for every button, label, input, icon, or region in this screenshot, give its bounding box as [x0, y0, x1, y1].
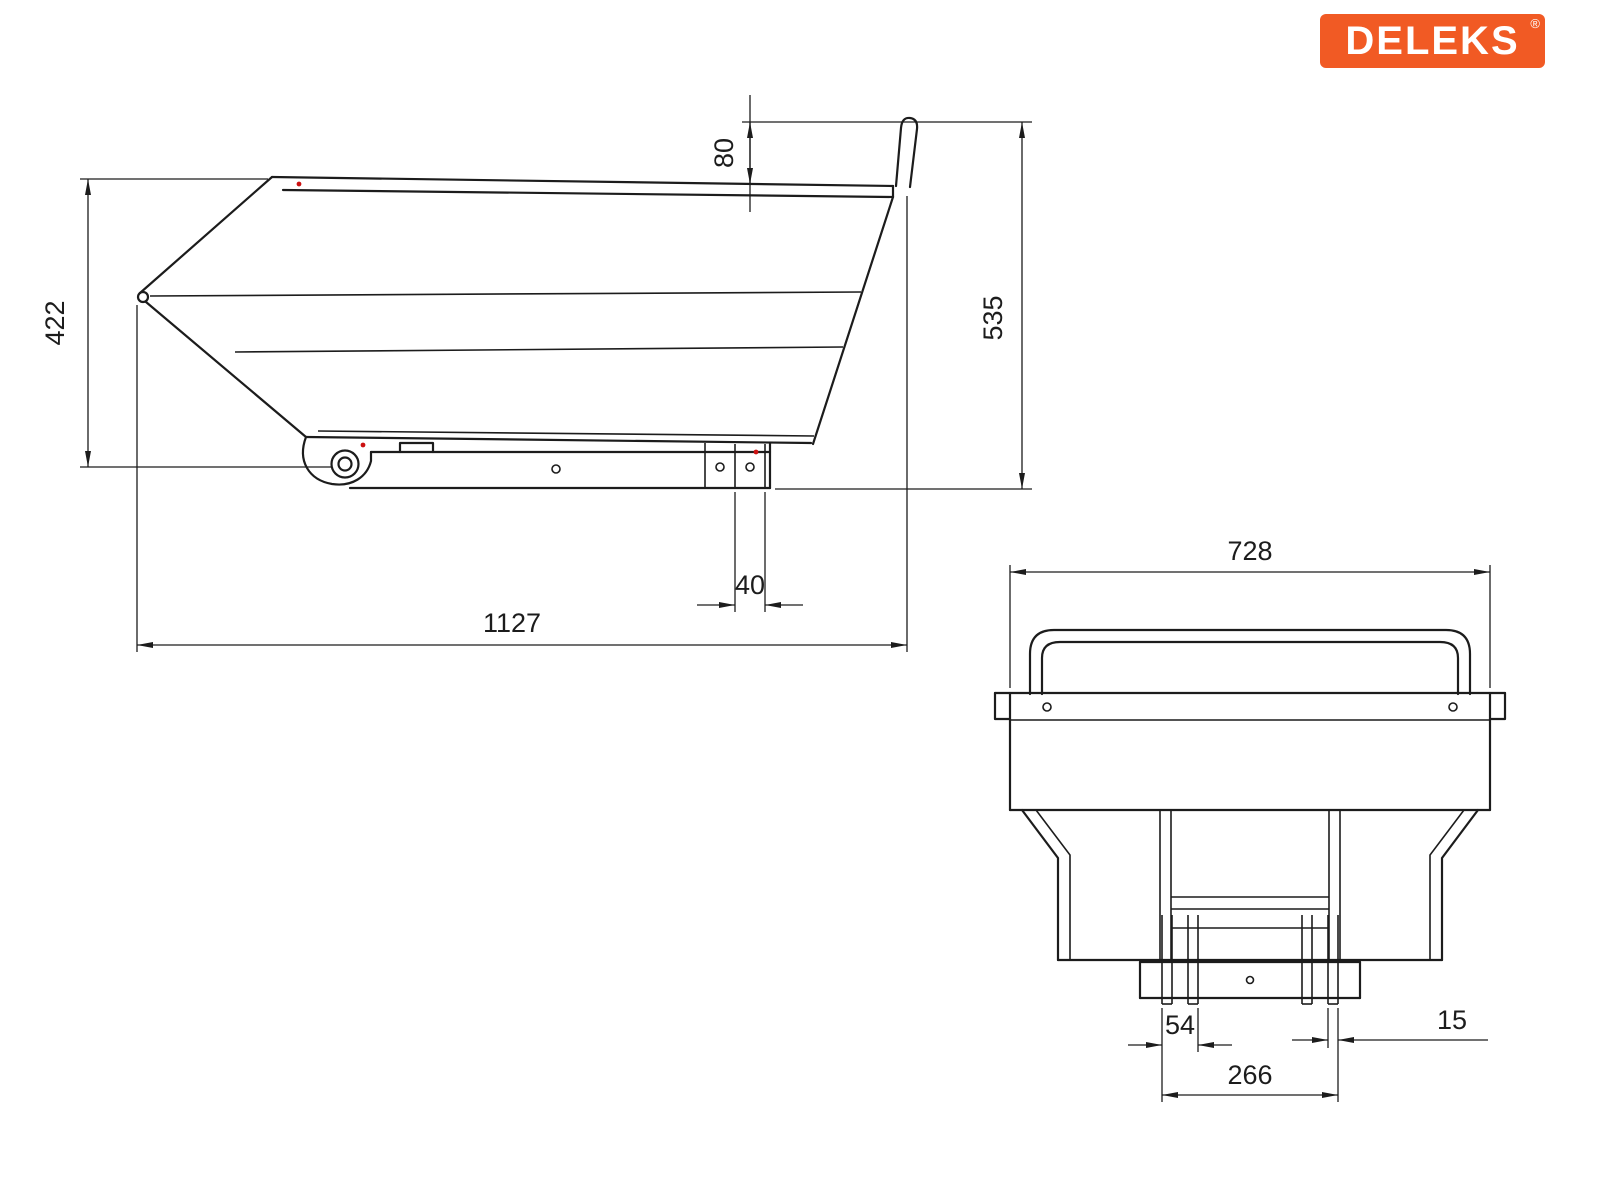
- dim-label-422: 422: [40, 300, 70, 345]
- dim-label-80: 80: [709, 138, 739, 168]
- dimension-728: 728: [1009, 536, 1491, 688]
- dimension-80: 80: [709, 95, 1032, 212]
- front-view-drawing: [993, 628, 1507, 1005]
- dimension-422: 422: [40, 178, 332, 468]
- cad-marker-dots: [296, 181, 759, 455]
- dimension-15: 15: [1292, 1005, 1488, 1102]
- dimension-535: 535: [775, 122, 1032, 490]
- dimension-266: 266: [1162, 1060, 1338, 1098]
- dim-label-728: 728: [1227, 536, 1272, 566]
- dim-label-535: 535: [978, 295, 1008, 340]
- dim-label-54: 54: [1165, 1010, 1195, 1040]
- registered-trademark-icon: ®: [1530, 16, 1540, 31]
- side-view-drawing: [136, 116, 919, 490]
- dimension-40: 40: [697, 492, 803, 612]
- dimension-54: 54: [1128, 1008, 1232, 1102]
- dim-label-1127: 1127: [483, 608, 541, 638]
- deleks-logo: DELEKS ®: [1320, 14, 1545, 68]
- deleks-logo-text: DELEKS: [1345, 19, 1520, 63]
- dim-label-266: 266: [1227, 1060, 1272, 1090]
- dimension-1127: 1127: [136, 196, 908, 652]
- dim-label-15: 15: [1437, 1005, 1467, 1035]
- dim-label-40: 40: [735, 570, 765, 600]
